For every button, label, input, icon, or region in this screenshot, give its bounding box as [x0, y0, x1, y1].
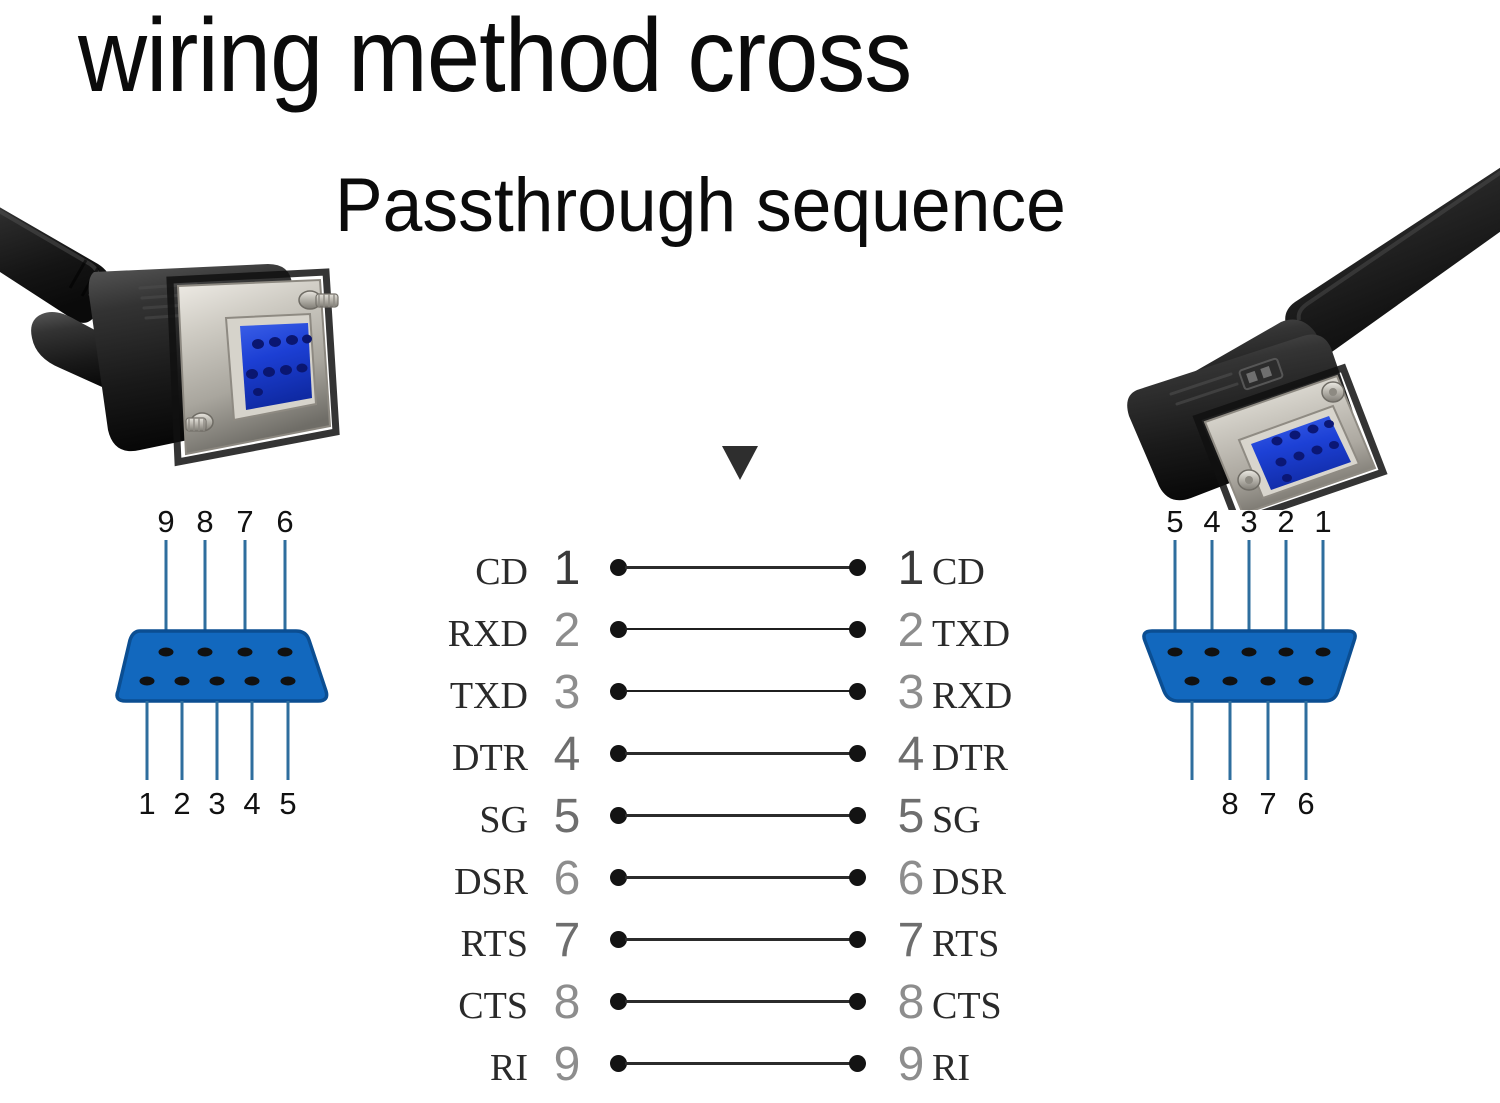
- row-right-signal: RXD: [932, 675, 1013, 717]
- connection-line: [625, 628, 853, 630]
- row-left-pin: 8: [553, 976, 581, 1029]
- wiring-row-7: RTS 7 7 RTS: [420, 917, 1060, 979]
- pin-dot-left: [610, 1055, 627, 1072]
- wiring-row-2: RXD 2 2 TXD: [420, 607, 1060, 669]
- left-pin-label-top-0: 9: [157, 504, 175, 539]
- pin-dot-left: [610, 683, 627, 700]
- connection-line: [625, 1000, 853, 1003]
- row-right-signal: SG: [932, 799, 981, 841]
- right-pin-label-top-2: 3: [1240, 504, 1258, 539]
- row-left-signal: RTS: [460, 923, 528, 965]
- right-pin-label-top-1: 4: [1203, 504, 1221, 539]
- row-left-pin: 7: [553, 914, 581, 967]
- right-pin-label-bottom-3: 6: [1297, 786, 1315, 821]
- pin-dot-right: [849, 931, 866, 948]
- row-left-pin: 2: [553, 604, 581, 657]
- connection-line: [625, 566, 853, 569]
- row-right-signal: CD: [932, 551, 985, 593]
- right-pin-label-top-0: 5: [1166, 504, 1184, 539]
- pin-dot-left: [610, 621, 627, 638]
- pin-dot-right: [849, 869, 866, 886]
- left-pin-label-bottom-2: 3: [208, 786, 226, 821]
- pin-dot-right: [849, 559, 866, 576]
- pin-dot-left: [610, 745, 627, 762]
- row-left-pin: 1: [553, 542, 581, 595]
- db9-pinout-right: [1120, 495, 1410, 825]
- row-right-pin: 7: [897, 914, 925, 967]
- row-left-pin: 6: [553, 852, 581, 905]
- connection-line: [625, 1062, 853, 1065]
- wiring-row-9: RI 9 9 RI: [420, 1041, 1060, 1103]
- row-left-pin: 3: [553, 666, 581, 719]
- connection-line: [625, 752, 853, 755]
- pin-dot-right: [849, 745, 866, 762]
- row-right-pin: 6: [897, 852, 925, 905]
- row-right-pin: 8: [897, 976, 925, 1029]
- row-left-signal: DSR: [454, 861, 528, 903]
- pin-dot-left: [610, 993, 627, 1010]
- down-triangle-icon: [718, 442, 762, 482]
- row-right-pin: 4: [897, 728, 925, 781]
- row-left-signal: TXD: [449, 675, 528, 717]
- page-title: wiring method cross: [78, 0, 912, 114]
- row-left-pin: 9: [553, 1038, 581, 1091]
- right-pin-label-top-3: 2: [1277, 504, 1295, 539]
- row-right-signal: CTS: [932, 985, 1002, 1027]
- left-pin-label-bottom-1: 2: [173, 786, 191, 821]
- row-right-pin: 2: [897, 604, 925, 657]
- row-right-pin: 9: [897, 1038, 925, 1091]
- row-right-signal: RI: [932, 1047, 970, 1089]
- row-right-pin: 1: [897, 542, 925, 595]
- wiring-row-6: DSR 6 6 DSR: [420, 855, 1060, 917]
- page-subtitle: Passthrough sequence: [335, 163, 1066, 248]
- pin-dot-right: [849, 621, 866, 638]
- row-right-signal: TXD: [932, 613, 1011, 655]
- row-left-signal: RXD: [447, 613, 528, 655]
- connection-line: [625, 938, 853, 941]
- left-pin-label-bottom-4: 5: [279, 786, 297, 821]
- row-right-pin: 3: [897, 666, 925, 719]
- row-left-signal: RI: [490, 1047, 528, 1089]
- left-pin-label-bottom-0: 1: [138, 786, 156, 821]
- right-pin-label-bottom-1: 8: [1221, 786, 1239, 821]
- right-pin-label-bottom-2: 7: [1259, 786, 1277, 821]
- wiring-row-8: CTS 8 8 CTS: [420, 979, 1060, 1041]
- row-right-pin: 5: [897, 790, 925, 843]
- row-left-signal: SG: [479, 799, 528, 841]
- connection-line: [625, 814, 853, 817]
- left-pin-label-top-3: 6: [276, 504, 294, 539]
- db9-cable-photo-left: [0, 168, 390, 498]
- wiring-row-5: SG 5 5 SG: [420, 793, 1060, 855]
- wiring-connection-table: CD 1 1 CD RXD 2 2 TXD TXD 3 3 RXD: [420, 545, 1060, 1100]
- connection-line: [625, 876, 853, 879]
- pin-dot-left: [610, 559, 627, 576]
- pin-dot-left: [610, 807, 627, 824]
- row-left-pin: 5: [553, 790, 581, 843]
- right-pin-label-top-4: 1: [1314, 504, 1332, 539]
- pin-dot-left: [610, 869, 627, 886]
- row-right-signal: DTR: [932, 737, 1008, 779]
- row-left-pin: 4: [553, 728, 581, 781]
- pin-dot-right: [849, 807, 866, 824]
- left-pin-label-top-1: 8: [196, 504, 214, 539]
- wiring-row-3: TXD 3 3 RXD: [420, 669, 1060, 731]
- row-right-signal: RTS: [932, 923, 1000, 965]
- wiring-row-1: CD 1 1 CD: [420, 545, 1060, 607]
- pin-dot-right: [849, 993, 866, 1010]
- left-pin-label-bottom-3: 4: [243, 786, 261, 821]
- connection-line: [625, 690, 853, 692]
- pin-dot-right: [849, 1055, 866, 1072]
- pin-dot-right: [849, 683, 866, 700]
- row-left-signal: DTR: [452, 737, 528, 779]
- left-pin-label-top-2: 7: [236, 504, 254, 539]
- row-left-signal: CD: [475, 551, 528, 593]
- db9-pinout-left: [100, 495, 390, 825]
- wiring-row-4: DTR 4 4 DTR: [420, 731, 1060, 793]
- pin-dot-left: [610, 931, 627, 948]
- row-right-signal: DSR: [932, 861, 1006, 903]
- db9-cable-photo-right: [1045, 150, 1500, 510]
- row-left-signal: CTS: [458, 985, 528, 1027]
